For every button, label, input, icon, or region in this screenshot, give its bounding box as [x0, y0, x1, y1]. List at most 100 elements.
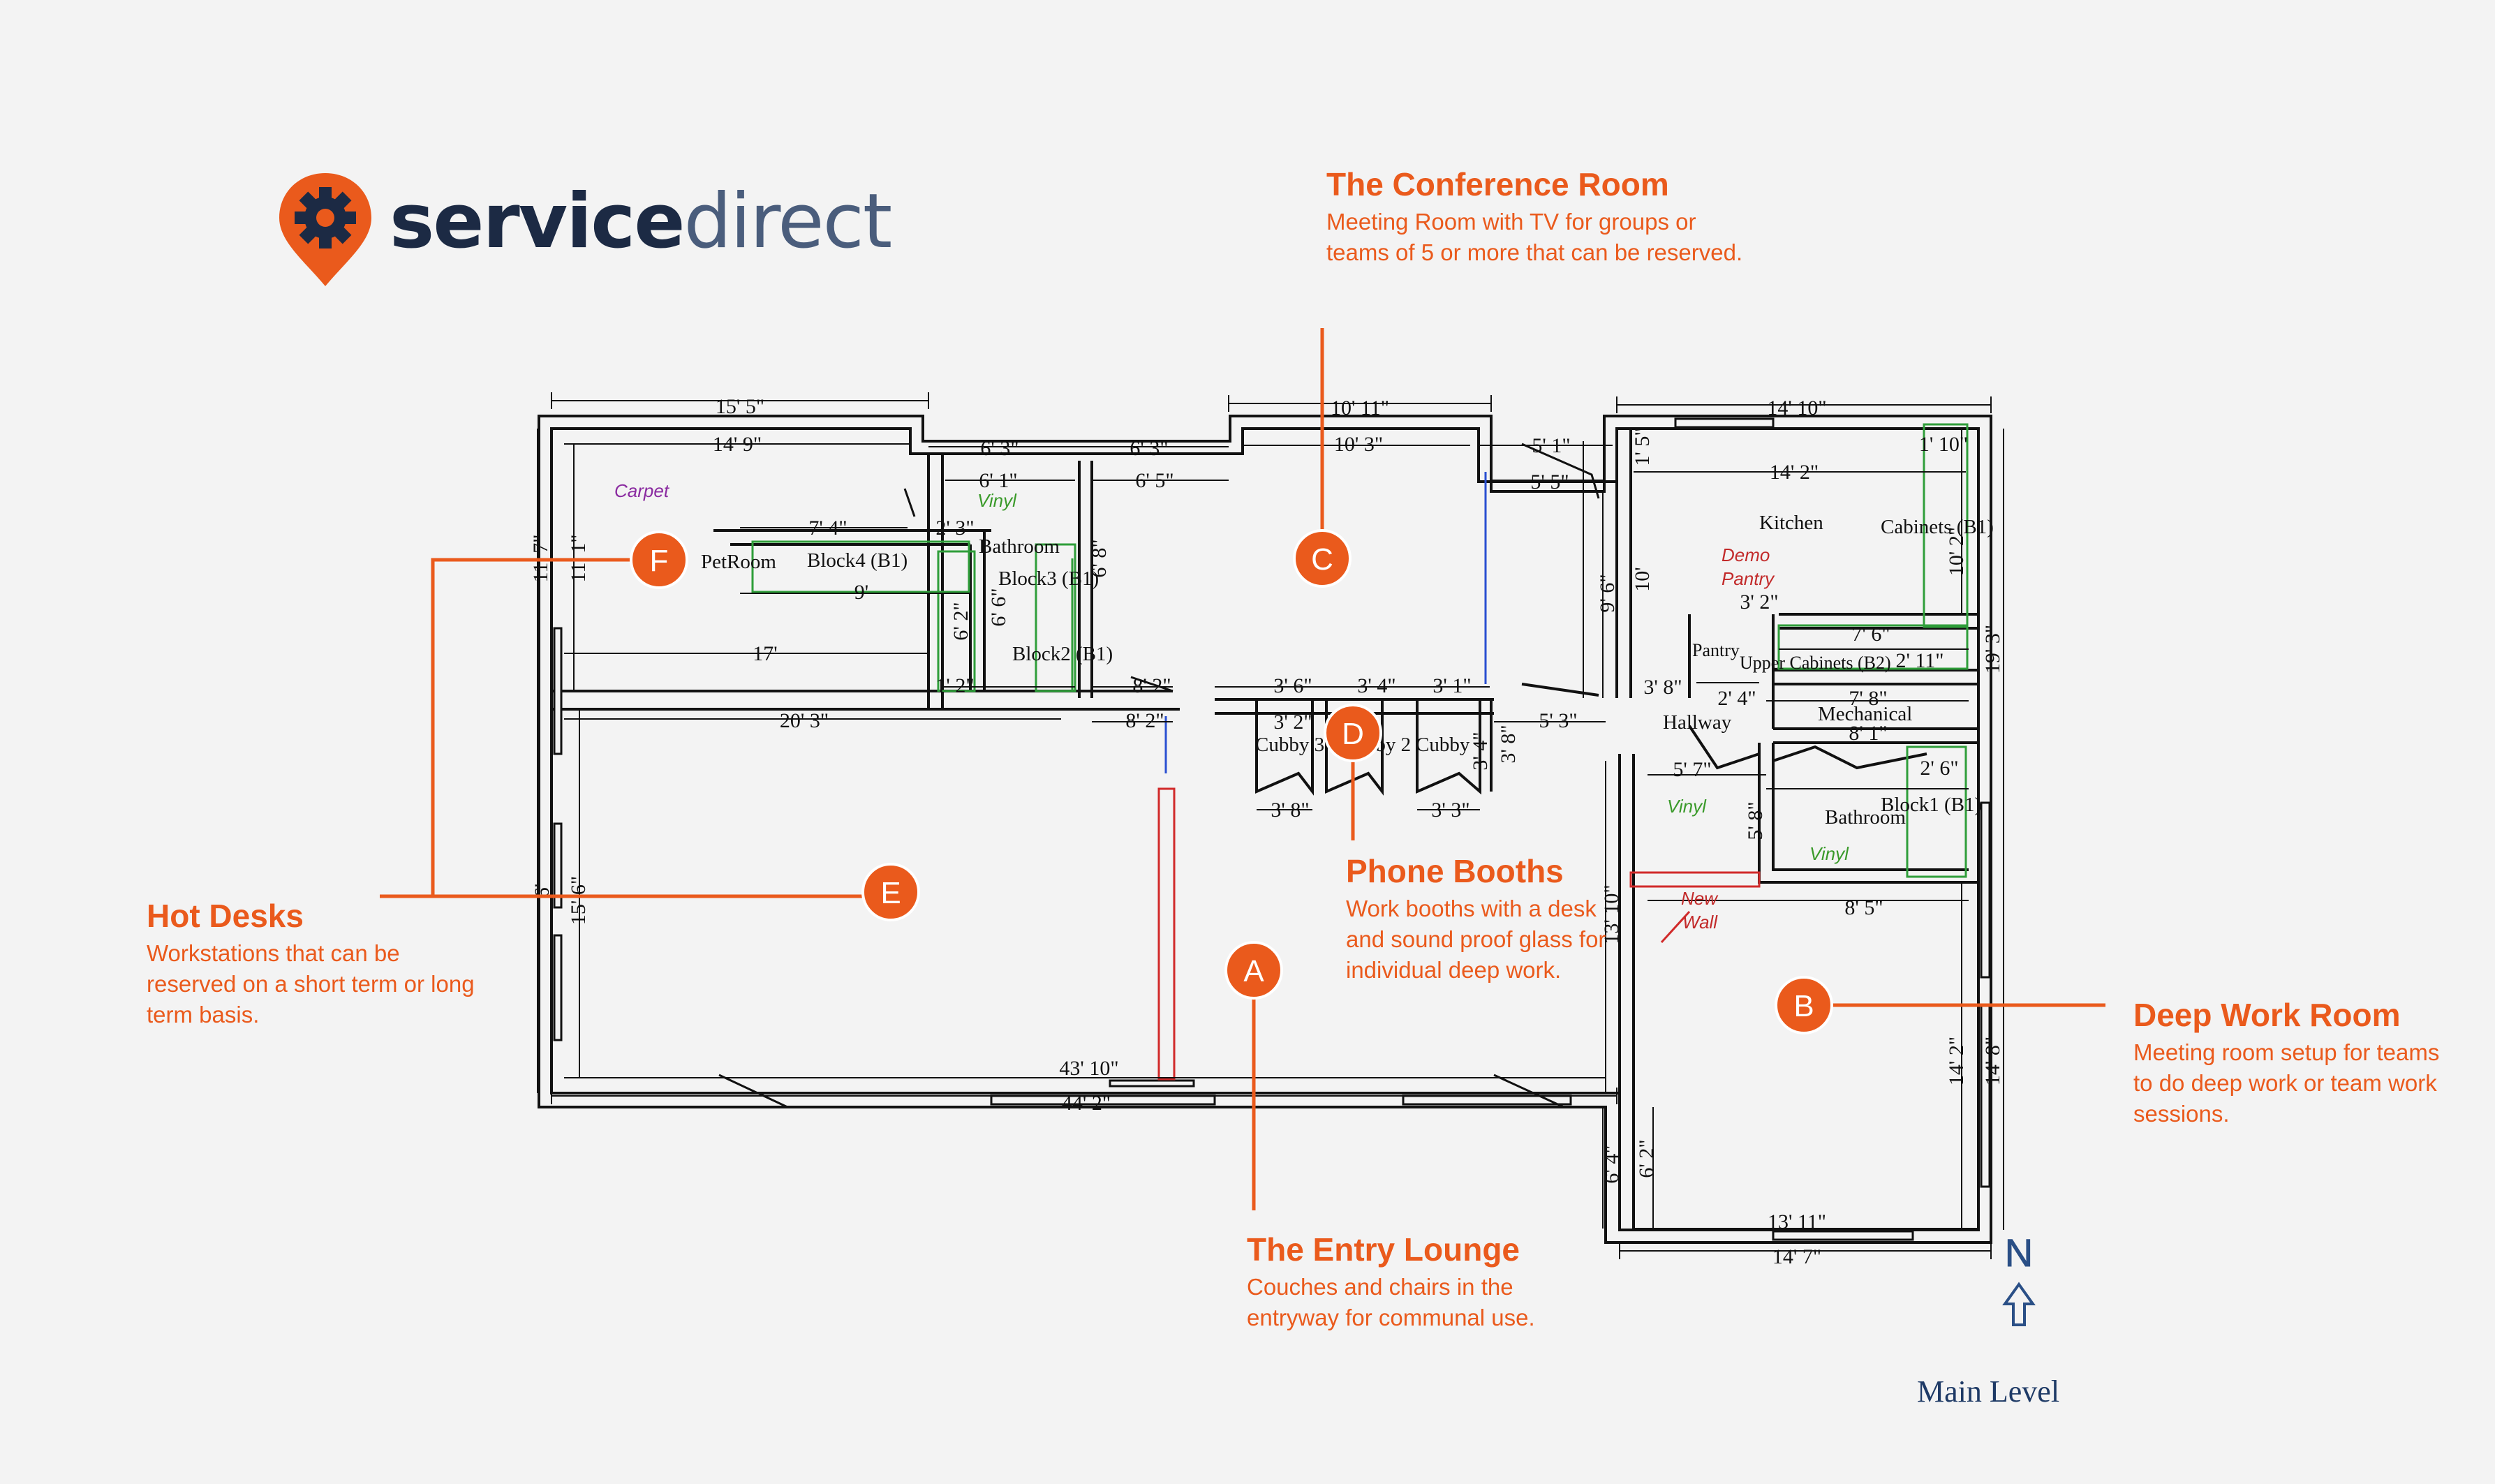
dim-label: 3' 1": [1432, 674, 1471, 697]
dim-label: 3' 8": [1271, 799, 1309, 822]
room-labels: Kitchen Cabinets (B1) Pantry Upper Cabin…: [701, 512, 1994, 829]
material-label-new-wall-2: Wall: [1682, 912, 1718, 933]
dim-label: 5' 1": [1532, 434, 1570, 457]
dim-label: 44' 2": [1062, 1092, 1111, 1115]
dim-label: 15' 5": [716, 395, 764, 418]
dim-label: 3' 4": [1357, 674, 1395, 697]
dim-label: 6' 1": [979, 469, 1017, 492]
dim-label: 6' 2": [1635, 1139, 1658, 1178]
room-label-mechanical: Mechanical: [1818, 703, 1912, 725]
vertical-dimension-labels: 11' 7" 11' 1" 6' 8" 6' 6" 6' 2" 9' 6" 10…: [529, 427, 2004, 1183]
service-direct-logo: servicedirect: [276, 170, 905, 289]
cabinet-blocks: [751, 423, 1969, 878]
marker-b[interactable]: B: [1775, 976, 1833, 1034]
room-label-upper-cabinets: Upper Cabinets (B2): [1740, 653, 1891, 673]
room-label-pantry: Pantry: [1692, 640, 1740, 660]
north-arrow-icon: N: [2002, 1231, 2036, 1326]
dim-label: 14' 10": [1767, 396, 1826, 420]
marker-e[interactable]: E: [861, 863, 920, 921]
room-label-cubby3: Cubby 3: [1255, 734, 1324, 756]
dim-label: 3' 2": [1740, 591, 1778, 614]
dim-label: 3' 8": [1643, 676, 1682, 699]
dim-label: 43' 10": [1059, 1057, 1118, 1080]
dim-label: 7' 8": [1849, 687, 1887, 710]
dim-label: 2' 4": [1717, 687, 1756, 710]
dim-label: 5' 7": [1673, 758, 1711, 781]
material-label-demo-1: Demo: [1722, 544, 1770, 565]
room-label-block3: Block3 (B1): [998, 567, 1099, 590]
dim-label: 14' 8": [1981, 1037, 2004, 1085]
dim-label: 7' 4": [808, 517, 847, 540]
brand-name-part2: direct: [683, 178, 892, 265]
dim-label: 13' 11": [1768, 1210, 1826, 1233]
dim-label: 1' 10": [1919, 433, 1968, 456]
north-label: N: [2005, 1231, 2033, 1275]
room-label-bathroom-left: Bathroom: [979, 535, 1060, 558]
material-labels: Carpet Vinyl Vinyl Vinyl Demo Pantry New…: [614, 480, 1849, 933]
callout-description: Meeting room setup for teams to do deep …: [2133, 1039, 2440, 1127]
dim-label: 2' 3": [935, 517, 974, 540]
callout-entry-lounge: The Entry Lounge Couches and chairs in t…: [1247, 1230, 1582, 1333]
room-label-cabinets: Cabinets (B1): [1881, 516, 1994, 538]
glass-partitions: [1164, 472, 1487, 773]
dim-label: 1' 5": [1631, 427, 1654, 466]
dim-label: 9' 6": [1596, 574, 1619, 612]
marker-d-label: D: [1342, 717, 1364, 751]
dim-label: 15' 6": [567, 876, 590, 925]
dim-label: 2' 6": [1920, 757, 1958, 780]
callout-title: Deep Work Room: [2133, 997, 2401, 1033]
brand-name-part1: service: [390, 178, 685, 265]
callout-conference-room: The Conference Room Meeting Room with TV…: [1326, 165, 1759, 268]
leader-pet-room: [431, 558, 653, 896]
dim-label: 3' 8": [1497, 725, 1520, 763]
room-label-kitchen: Kitchen: [1759, 512, 1823, 534]
interior-walls: [551, 454, 1978, 884]
demo-lines: [1157, 787, 1761, 1081]
marker-f[interactable]: F: [630, 530, 688, 589]
dim-label: 6': [531, 884, 554, 898]
marker-d[interactable]: D: [1324, 704, 1382, 762]
dim-label: 6' 6": [987, 588, 1010, 626]
callout-title: Phone Booths: [1346, 853, 1564, 889]
material-label-demo-2: Pantry: [1722, 568, 1775, 589]
material-label-carpet: Carpet: [614, 480, 670, 501]
dim-label: 6' 5": [1135, 469, 1174, 492]
callout-description: Couches and chairs in the entryway for c…: [1247, 1274, 1535, 1330]
callout-deep-work-room: Deep Work Room Meeting room setup for te…: [2133, 995, 2455, 1129]
dim-label: 10' 3": [1334, 433, 1383, 456]
callout-description: Meeting Room with TV for groups or teams…: [1326, 209, 1743, 265]
dim-label: 13' 10": [1600, 884, 1623, 944]
dim-label: 19' 3": [1981, 625, 2004, 674]
marker-b-label: B: [1793, 989, 1814, 1023]
dim-label: 6' 3": [1130, 437, 1168, 460]
dim-label: 14' 9": [713, 433, 762, 456]
dim-label: 7' 6": [1851, 623, 1890, 646]
dim-label: 10': [1631, 567, 1654, 591]
dim-label: 14' 7": [1772, 1245, 1821, 1268]
room-label-block1: Block1 (B1): [1881, 794, 1981, 816]
callout-description: Workstations that can be reserved on a s…: [147, 940, 475, 1027]
dim-label: 8' 1": [1849, 722, 1887, 745]
dim-label: 17': [753, 642, 777, 665]
dim-label: 2' 11": [1895, 649, 1944, 672]
callout-phone-booths: Phone Booths Work booths with a desk and…: [1346, 852, 1611, 986]
callout-title: Hot Desks: [147, 898, 304, 934]
dim-label: 10' 11": [1331, 396, 1389, 420]
dim-label: 10' 2": [1945, 527, 1968, 576]
dim-label: 3' 3": [1431, 799, 1469, 822]
dim-label: 5' 5": [1530, 470, 1569, 494]
marker-a[interactable]: A: [1224, 941, 1283, 1000]
dim-label: 6' 3": [980, 437, 1019, 460]
material-label-new-wall-1: New: [1681, 888, 1719, 909]
dim-label: 14' 2": [1770, 461, 1819, 484]
dim-label: 3' 4": [1469, 732, 1492, 770]
room-label-bathroom-right: Bathroom: [1825, 806, 1906, 829]
callout-hot-desks: Hot Desks Workstations that can be reser…: [147, 896, 482, 1030]
marker-c[interactable]: C: [1293, 529, 1352, 588]
callout-description: Work booths with a desk and sound proof …: [1346, 896, 1606, 983]
dim-label: 5' 3": [1539, 709, 1577, 732]
marker-f-label: F: [650, 544, 669, 578]
dimension-labels: 15' 5" 14' 9" 6' 3" 6' 3" 10' 11" 10' 3"…: [713, 395, 1968, 1268]
level-label: Main Level: [1917, 1374, 2060, 1409]
